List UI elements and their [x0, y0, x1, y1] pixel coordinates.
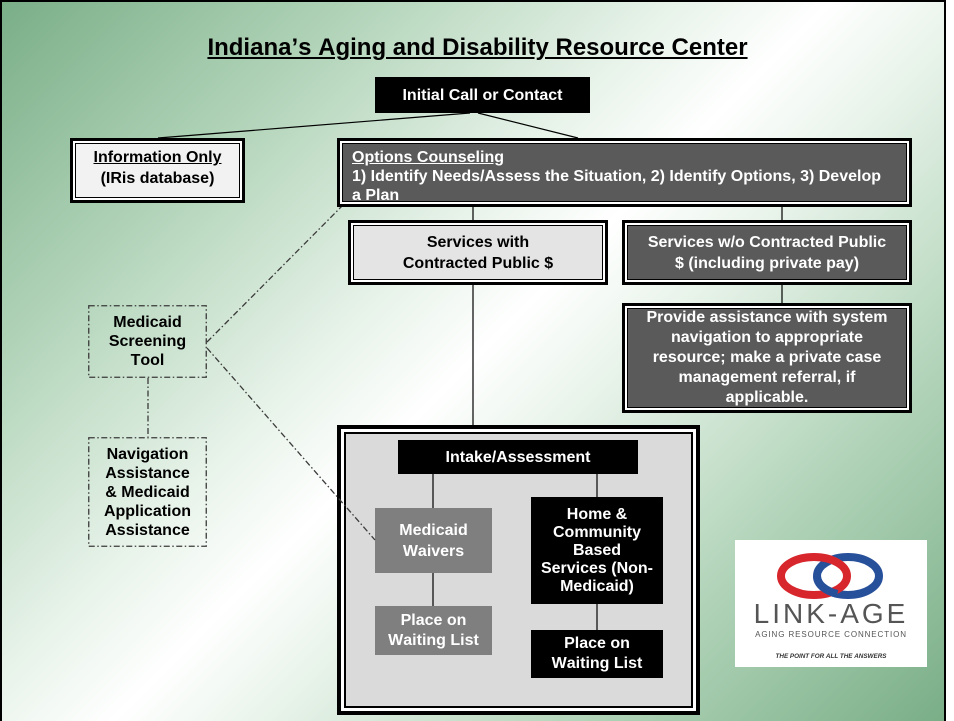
logo-slogan: THE POINT FOR ALL THE ANSWERS [776, 653, 888, 660]
home-community-services-label: Home & Community Based Services (Non-Med… [540, 505, 654, 595]
connector-line [157, 112, 471, 139]
medicaid-screening-tool-label: Medicaid Screening Tool [108, 314, 187, 369]
options-counseling-box: Options Counseling 1) Identify Needs/Ass… [337, 138, 912, 207]
waivers-waiting-list-box: Place on Waiting List [375, 606, 492, 655]
intake-assessment-box: Intake/Assessment [398, 440, 638, 474]
options-counseling-heading: Options Counseling [352, 149, 504, 166]
navigation-application-assistance-box: Navigation Assistance & Medicaid Applica… [88, 437, 207, 547]
information-only-box: Information Only (IRis database) [70, 138, 245, 203]
information-only-subtext: (IRis database) [100, 170, 215, 187]
link-age-logo: LINK-AGE AGING RESOURCE CONNECTION THE P… [735, 540, 927, 667]
initial-contact-label: Initial Call or Contact [402, 86, 563, 104]
waivers-waiting-list-label: Place on Waiting List [388, 611, 479, 649]
home-community-services-box: Home & Community Based Services (Non-Med… [531, 497, 663, 604]
dash-dot-border [88, 437, 207, 547]
navigation-referral-box: Provide assistance with system navigatio… [622, 303, 912, 413]
logo-tagline: AGING RESOURCE CONNECTION [755, 630, 907, 639]
link-age-logo-graphic: LINK-AGE AGING RESOURCE CONNECTION THE P… [754, 553, 909, 660]
options-counseling-steps: 1) Identify Needs/Assess the Situation, … [352, 168, 881, 204]
hcbs-waiting-list-box: Place on Waiting List [531, 630, 663, 678]
initial-contact-box: Initial Call or Contact [375, 77, 590, 113]
page-title: Indiana’s Aging and Disability Resource … [207, 34, 748, 61]
medicaid-waivers-box: Medicaid Waivers [375, 508, 492, 573]
hcbs-waiting-list-label: Place on Waiting List [551, 635, 643, 672]
services-with-public-funds-label: Services with Contracted Public $ [402, 233, 554, 272]
services-with-public-funds-box: Services with Contracted Public $ [348, 220, 608, 285]
connector-line [477, 112, 579, 139]
services-without-public-funds-box: Services w/o Contracted Public $ (includ… [622, 220, 912, 285]
logo-red-ring [777, 553, 851, 599]
intake-assessment-label: Intake/Assessment [445, 448, 591, 466]
logo-blue-ring-overlap [812, 575, 839, 598]
services-without-public-funds-label: Services w/o Contracted Public $ (includ… [647, 233, 887, 272]
dash-dot-connector [206, 195, 353, 343]
dash-dot-border [88, 305, 207, 378]
navigation-referral-label: Provide assistance with system navigatio… [646, 309, 888, 406]
navigation-application-assistance-label: Navigation Assistance & Medicaid Applica… [103, 445, 192, 539]
intake-assessment-panel: Intake/Assessment Medicaid Waivers Place… [337, 425, 700, 715]
medicaid-waivers-label: Medicaid Waivers [399, 521, 468, 560]
logo-name: LINK-AGE [754, 598, 909, 629]
medicaid-screening-tool-box: Medicaid Screening Tool [88, 305, 207, 378]
information-only-heading: Information Only [93, 149, 222, 166]
